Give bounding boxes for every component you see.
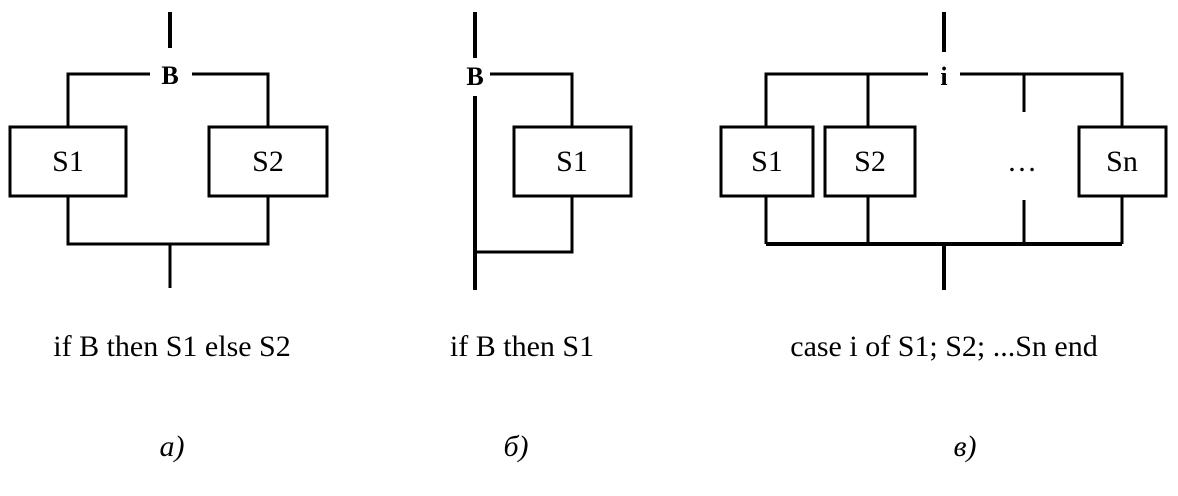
diagram-if-then: B S1	[466, 12, 633, 290]
c-box-sn-label: Sn	[1106, 145, 1138, 178]
a-box-s2	[207, 125, 329, 198]
caption-if-then: if B then S1	[450, 330, 594, 363]
a-top-right-branch	[192, 72, 270, 128]
diagram-if-then-else: B S1 S2	[8, 12, 329, 288]
sublabel-a: а)	[160, 430, 185, 463]
b-true-branch	[490, 72, 574, 127]
c-ellipsis: …	[1007, 145, 1037, 178]
c-top-left-branch	[764, 72, 928, 127]
b-condition-label: B	[466, 62, 483, 91]
b-box-s1	[512, 125, 633, 198]
sublabel-c: в)	[953, 430, 976, 463]
c-box-s2-label: S2	[854, 145, 886, 178]
b-merge-line	[475, 196, 574, 254]
caption-case: case i of S1; S2; ...Sn end	[790, 330, 1098, 363]
a-merge-line	[66, 196, 270, 246]
diagram-case: i S1 S2 … Sn	[719, 12, 1168, 290]
a-condition-label: B	[161, 61, 178, 90]
caption-if-then-else: if B then S1 else S2	[53, 330, 291, 363]
b-box-s1-label: S1	[556, 145, 588, 178]
sublabel-b: б)	[503, 430, 528, 463]
c-box-s1-label: S1	[751, 145, 783, 178]
a-box-s1-label: S1	[52, 145, 84, 178]
a-box-s2-label: S2	[252, 145, 284, 178]
c-top-right-branch	[960, 72, 1124, 127]
c-selector-label: i	[940, 62, 947, 91]
a-top-left-branch	[66, 72, 150, 128]
c-box-sn	[1077, 125, 1168, 198]
c-box-s2	[823, 125, 917, 198]
